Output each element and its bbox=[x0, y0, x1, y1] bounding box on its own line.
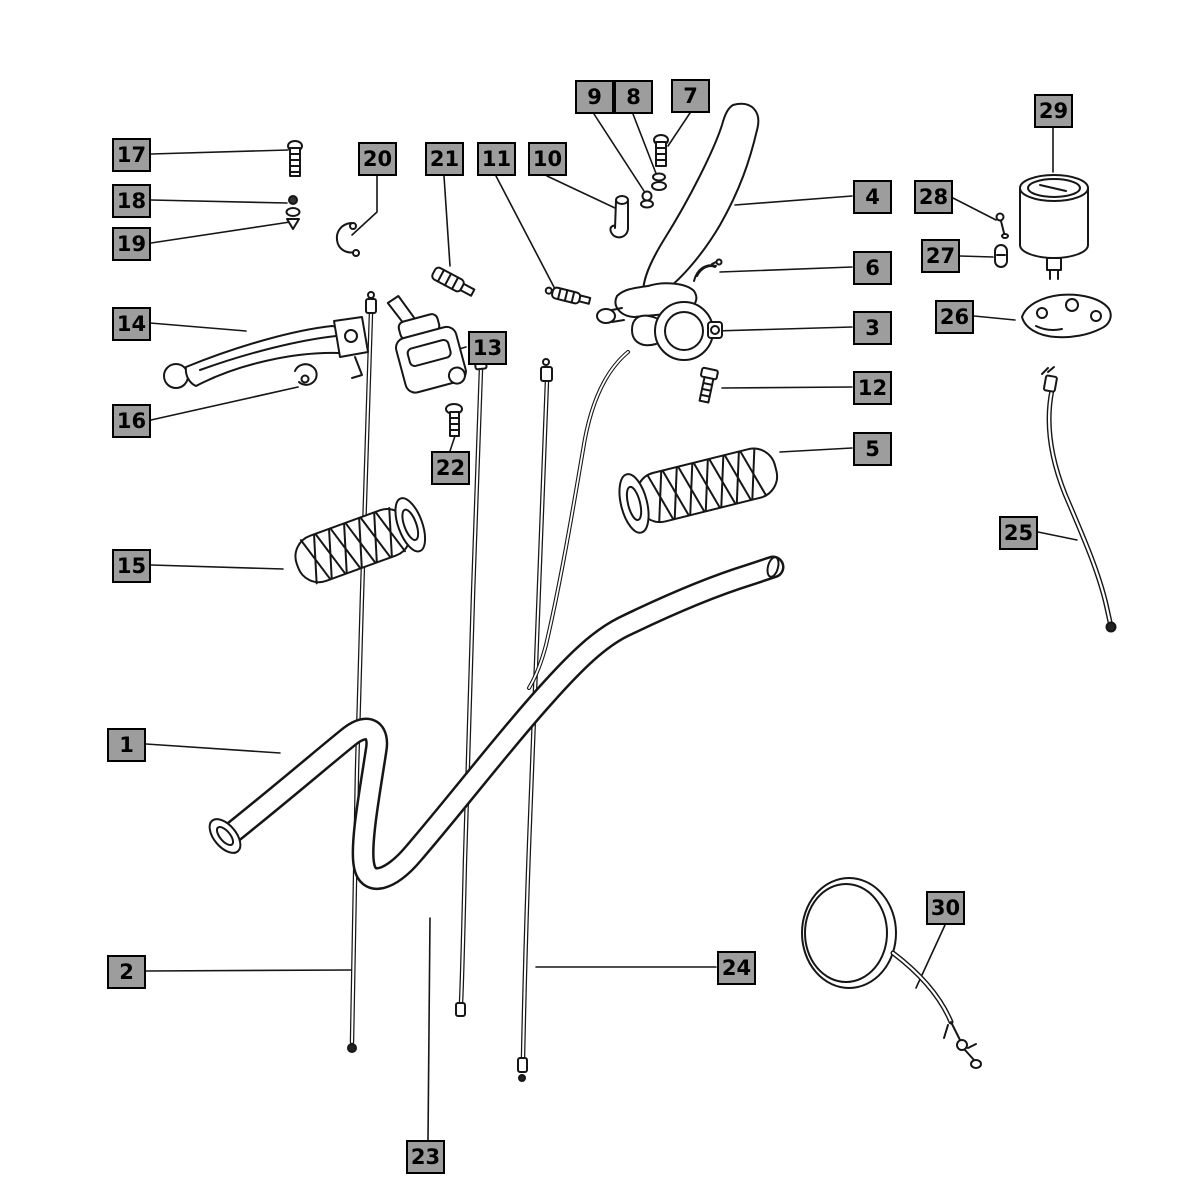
switch-housing bbox=[386, 295, 467, 394]
lever-bracket bbox=[631, 301, 723, 361]
cable-adjuster-11 bbox=[544, 286, 592, 305]
speedometer-bushing bbox=[994, 244, 1008, 268]
front-brake-cable bbox=[527, 350, 630, 690]
mirror bbox=[801, 877, 982, 1069]
lever-screw-set bbox=[285, 140, 303, 230]
cable-clamp bbox=[335, 222, 360, 257]
lever-pivot-piece bbox=[294, 363, 318, 386]
cable-adjuster-21 bbox=[431, 266, 476, 297]
throttle-grip bbox=[618, 447, 779, 534]
throttle-cable bbox=[517, 358, 553, 1082]
handlebar bbox=[208, 555, 785, 890]
speedometer-cable bbox=[1041, 366, 1117, 633]
speedometer-screw bbox=[995, 212, 1009, 239]
lever-screw bbox=[640, 134, 669, 209]
right-brake-lever bbox=[596, 102, 760, 324]
left-brake-lever bbox=[163, 316, 369, 389]
speedometer-bracket bbox=[1021, 293, 1112, 339]
speedometer bbox=[1019, 174, 1089, 280]
cable-pin bbox=[609, 195, 629, 239]
clutch-cable bbox=[347, 291, 377, 1053]
lever-spring bbox=[693, 258, 723, 282]
left-grip bbox=[294, 497, 427, 585]
bracket-bolt bbox=[698, 366, 719, 404]
middle-cable bbox=[455, 346, 488, 1017]
housing-screw bbox=[445, 403, 463, 437]
